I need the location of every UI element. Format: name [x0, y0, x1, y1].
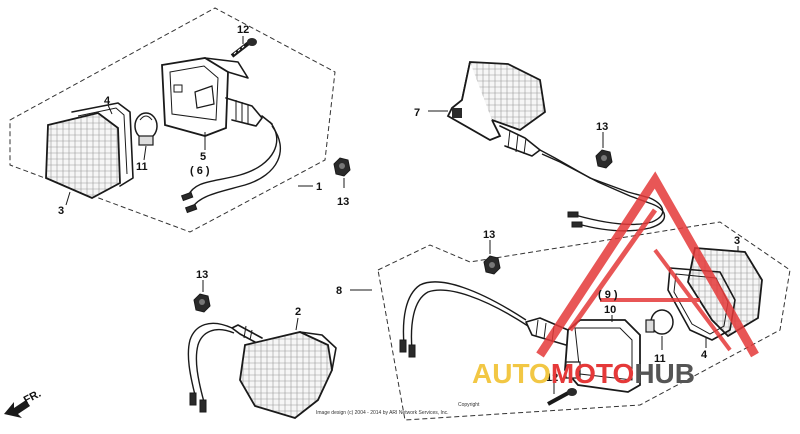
callout-2: 2 — [295, 306, 301, 318]
gasket-part-4a — [71, 102, 134, 187]
callout-13b: 13 — [596, 121, 608, 133]
callout-6: ( 6 ) — [190, 165, 210, 177]
nut-part-13d — [483, 255, 501, 275]
nut-part-13a — [333, 157, 351, 177]
copyright-title: Copyright — [458, 402, 480, 408]
callout-3b: 3 — [734, 235, 740, 247]
callout-4a: 4 — [104, 95, 111, 107]
front-right-turn-signal-assembly — [9, 7, 351, 233]
nut-part-13b — [595, 149, 613, 169]
callout-12b: 12 — [546, 372, 558, 384]
rear-turn-signal-assembly-8 — [350, 221, 791, 421]
front-left-turn-signal-assembly-2 — [187, 280, 337, 419]
callout-12a: 12 — [237, 24, 249, 36]
callout-8: 8 — [336, 285, 342, 297]
callout-13c: 13 — [483, 229, 495, 241]
wire-1a — [187, 121, 278, 197]
bulb-part-11a — [134, 112, 158, 146]
callout-4b: 4 — [701, 349, 708, 361]
copyright-text: Image design (c) 2004 - 2014 by ARI Netw… — [316, 410, 449, 416]
bulb-part-11b — [645, 309, 674, 335]
lens-part-2 — [239, 331, 333, 419]
nut-part-13c — [193, 293, 211, 313]
watermark-text: AUTOMOTOHUB — [472, 358, 695, 389]
screw-part-12b — [547, 388, 577, 406]
callout-11b: 11 — [654, 353, 666, 365]
callout-11a: 11 — [136, 161, 148, 173]
lens-part-3a — [45, 112, 121, 199]
callout-13a: 13 — [337, 196, 349, 208]
callout-9: ( 9 ) — [598, 289, 618, 301]
watermark-part-auto: AUTO — [472, 358, 551, 389]
callout-labels: 12 4 11 5 ( 6 ) 1 13 3 7 13 13 13 2 8 3 … — [58, 24, 740, 384]
rear-turn-signal-assembly-7 — [428, 61, 666, 232]
front-direction-indicator: FR. — [4, 388, 43, 418]
watermark-logo-graphic — [536, 171, 759, 358]
assembly-1-boundary — [9, 7, 336, 233]
callout-13d: 13 — [196, 269, 208, 281]
callout-3a: 3 — [58, 205, 64, 217]
callout-1: 1 — [316, 181, 322, 193]
watermark-part-hub: HUB — [634, 358, 695, 389]
direction-label: FR. — [22, 388, 43, 407]
callout-5: 5 — [200, 151, 206, 163]
assembly-8-boundary — [377, 221, 791, 421]
screw-part-12a — [230, 38, 257, 58]
arrow-left-icon — [4, 400, 30, 418]
watermark-part-moto: MOTO — [551, 358, 634, 389]
callout-10: 10 — [604, 304, 616, 316]
callout-7: 7 — [414, 107, 420, 119]
wire-1b — [191, 125, 282, 209]
housing-part-5 — [161, 57, 273, 137]
